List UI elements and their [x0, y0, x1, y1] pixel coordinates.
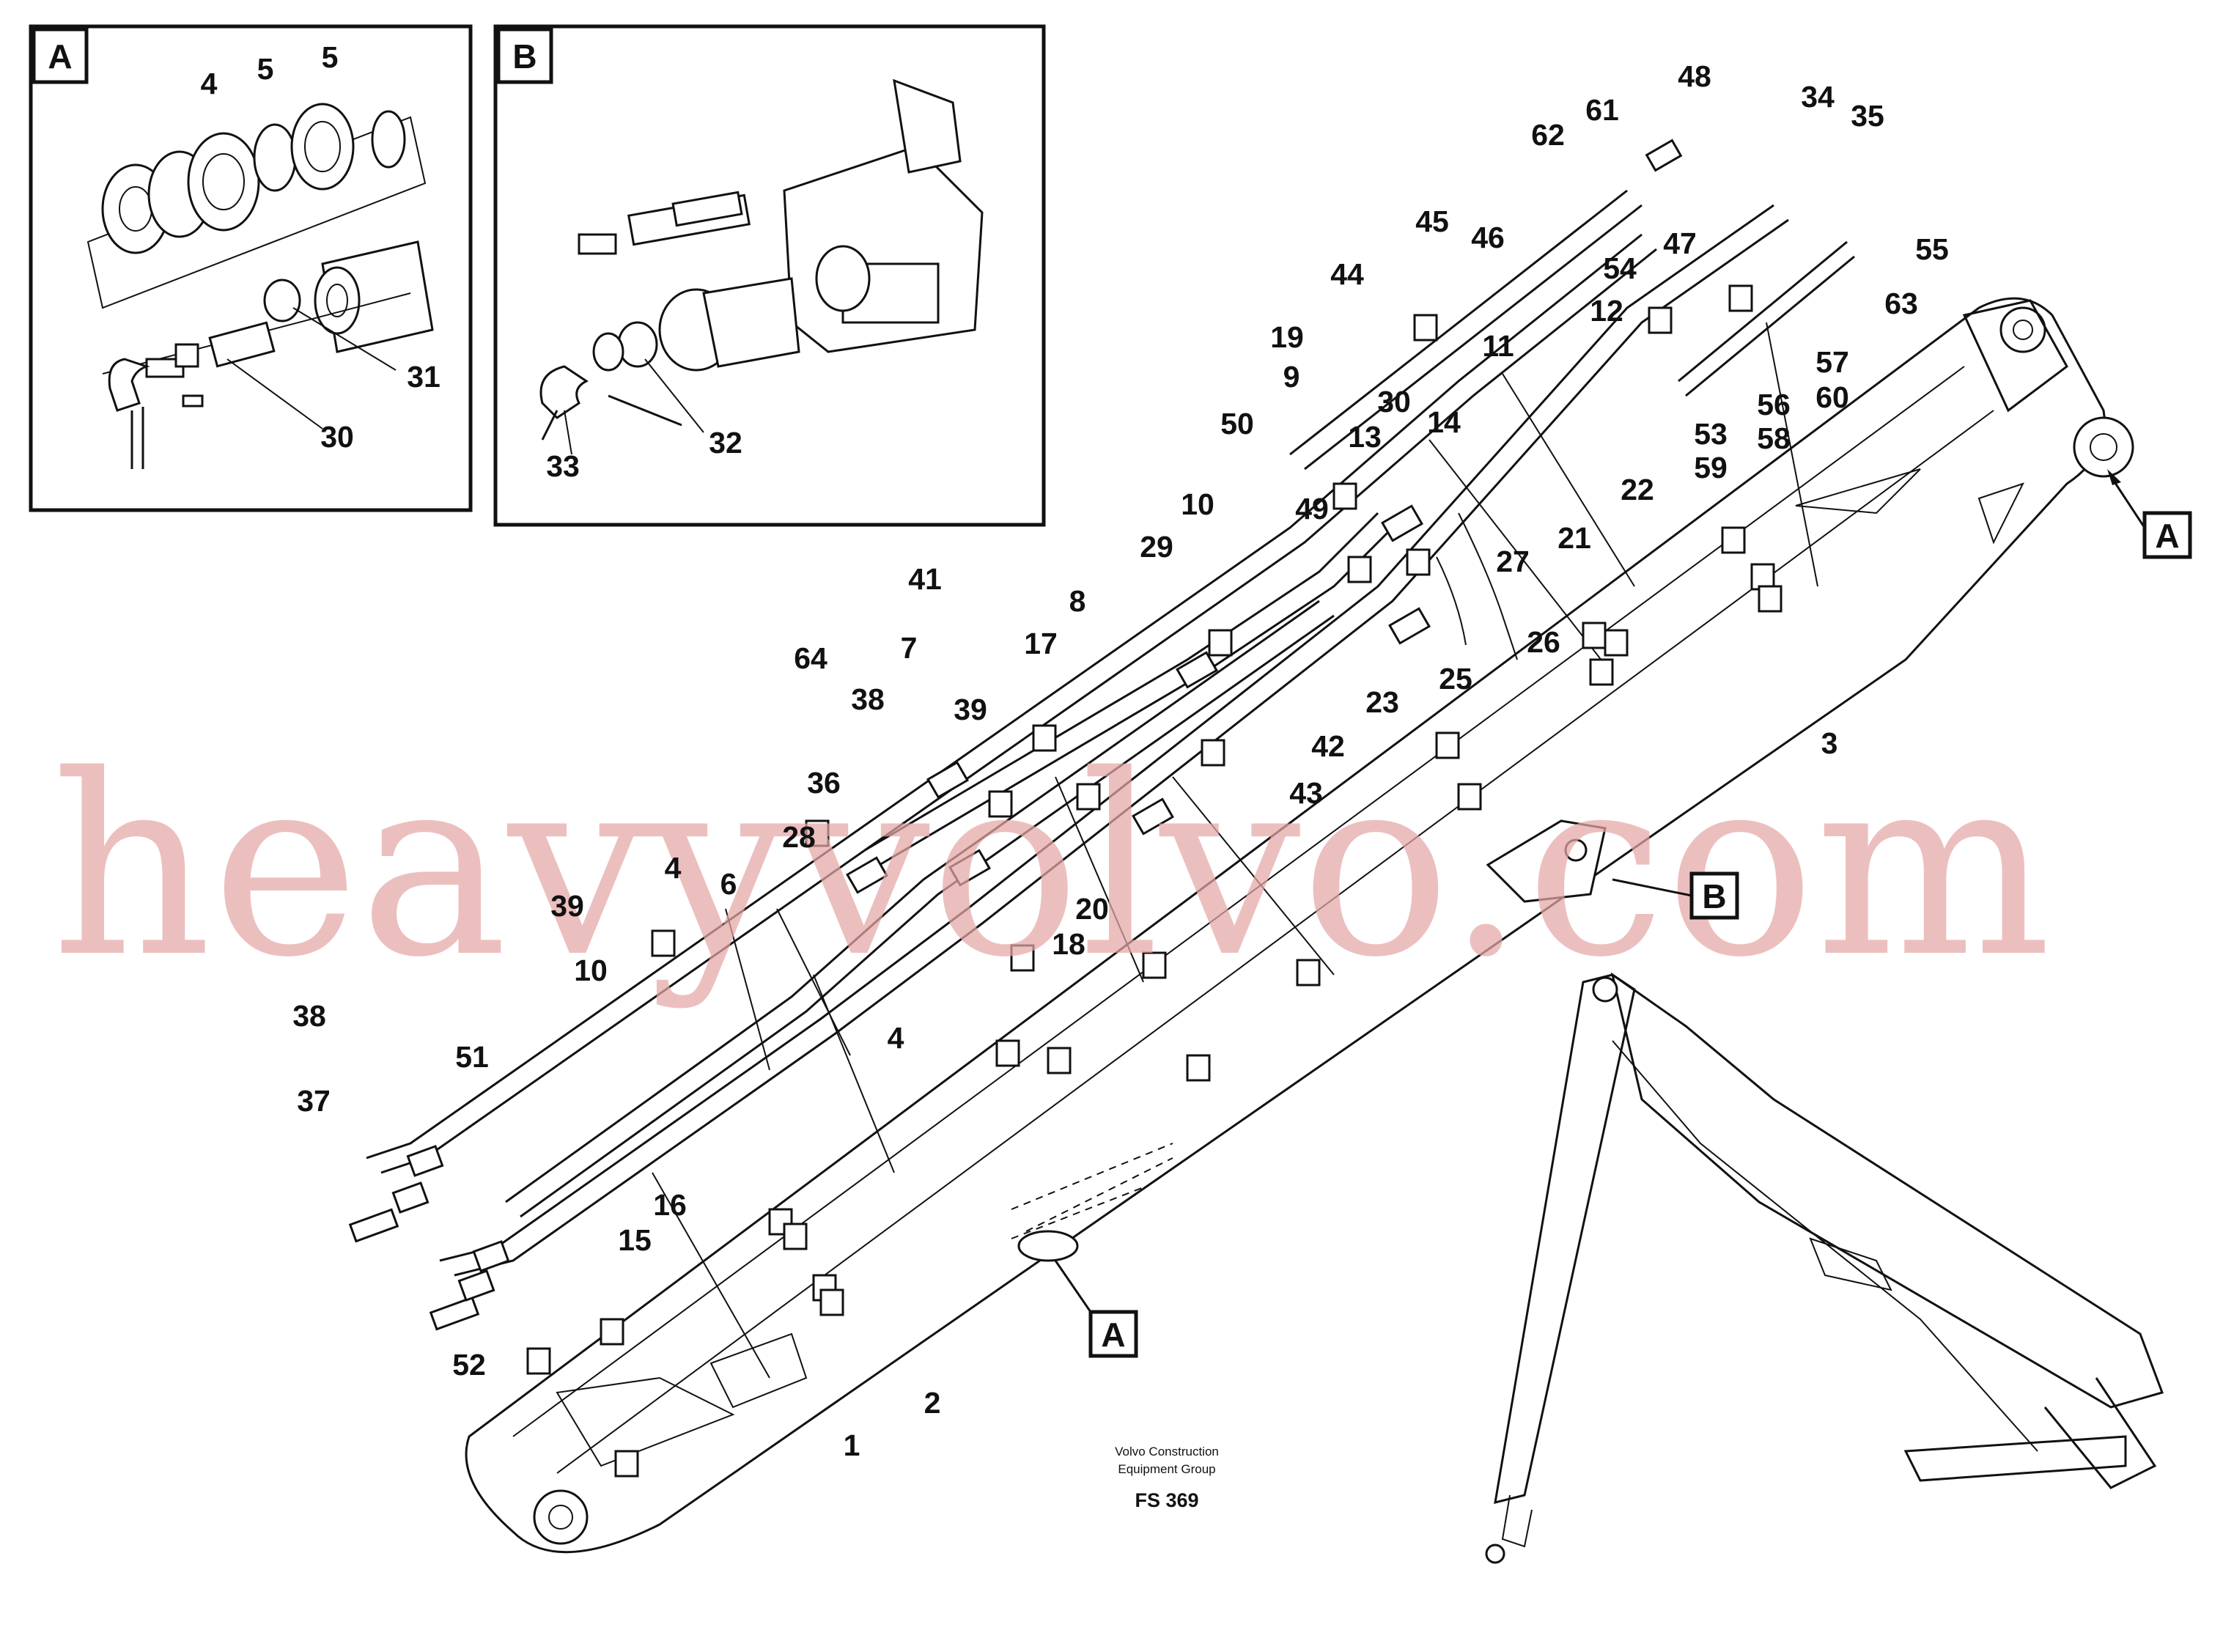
- callout-14: 13: [1348, 420, 1382, 454]
- callout-31: 30: [1377, 385, 1411, 418]
- callout-18: 17: [1024, 627, 1058, 660]
- inset-b-letter: B: [512, 37, 537, 75]
- ref-tag-a-lower: A: [1054, 1260, 1138, 1358]
- callout-3: 3: [1821, 726, 1838, 760]
- callout-41: 39: [550, 889, 584, 923]
- callout-60: 58: [1757, 421, 1791, 455]
- callout-42: 39: [954, 693, 987, 726]
- callout-21: 20: [1075, 892, 1109, 926]
- callout-49: 47: [1663, 226, 1697, 260]
- callout-44: 42: [1311, 729, 1345, 763]
- callout-56: 54: [1603, 251, 1637, 285]
- callout-1: 1: [844, 1428, 860, 1462]
- callout-4: 4: [888, 1021, 904, 1055]
- callout-20: 19: [1270, 320, 1304, 354]
- callout-64: 62: [1531, 118, 1565, 152]
- boom-structure: [465, 297, 2134, 1554]
- callout-59: 57: [1815, 345, 1849, 379]
- cylinder-fitting-a: [102, 240, 434, 469]
- cylinder-fitting-b: [539, 191, 800, 440]
- callout-11: 10: [1181, 487, 1214, 521]
- callout-5-right: 5: [322, 40, 339, 74]
- callout-30: 29: [1140, 530, 1173, 564]
- callout-33: 31: [407, 360, 440, 394]
- callout-6: 4: [665, 851, 682, 885]
- callout-15: 14: [1427, 405, 1461, 439]
- callout-65: 63: [1884, 287, 1918, 320]
- callout-48: 46: [1471, 221, 1505, 254]
- callout-53: 51: [455, 1040, 489, 1074]
- figure-footer: Volvo Construction Equipment Group FS 36…: [1115, 1445, 1219, 1511]
- callout-13: 12: [1590, 294, 1623, 328]
- callout-38-left: 37: [297, 1084, 331, 1118]
- clamps: [526, 284, 1783, 1478]
- callout-35: 33: [546, 449, 580, 483]
- callout-52: 50: [1220, 407, 1254, 440]
- callout-8: 7: [901, 631, 918, 665]
- callout-19: 18: [1052, 927, 1085, 961]
- ref-tag-a-lower-letter: A: [1101, 1316, 1125, 1354]
- inset-a-letter: A: [48, 37, 72, 75]
- callout-labels: 1 2 3 4 4 6 7 8 9 10 10 11 12 13 14 15 1…: [292, 59, 1949, 1462]
- callout-66: 64: [794, 641, 827, 675]
- ref-tag-b-letter: B: [1702, 877, 1726, 915]
- ref-tag-a-upper-letter: A: [2155, 517, 2179, 555]
- watermark-text: heavyvolvo.com: [51, 722, 2051, 1012]
- callout-55: 53: [1694, 417, 1728, 451]
- callout-10: 9: [1283, 360, 1300, 394]
- callout-62: 60: [1815, 380, 1849, 414]
- callout-9: 8: [1069, 584, 1086, 618]
- callout-32: 30: [320, 420, 354, 454]
- callout-16: 15: [618, 1223, 652, 1257]
- inset-b-tag: [496, 27, 553, 84]
- callout-34: 32: [709, 426, 742, 460]
- callout-17: 16: [653, 1188, 687, 1222]
- inset-a: A 4 5 5: [29, 24, 473, 512]
- callout-2: 2: [924, 1386, 941, 1420]
- inset-a-tag: [32, 27, 89, 84]
- callout-5: 4: [201, 67, 218, 100]
- callout-46: 44: [1330, 257, 1364, 291]
- callout-10-left: 10: [574, 954, 608, 987]
- callout-47: 45: [1415, 204, 1449, 238]
- callout-36: 34: [1801, 80, 1835, 114]
- callout-28: 27: [1496, 545, 1530, 578]
- inset-b: B 32 33: [493, 24, 1046, 527]
- callout-37: 35: [1851, 99, 1884, 133]
- callout-43: 41: [908, 562, 942, 596]
- callout-25: 23: [1365, 685, 1399, 719]
- callout-39-left: 38: [292, 999, 326, 1033]
- callout-63: 61: [1585, 93, 1619, 127]
- callout-22: 21: [1557, 521, 1591, 555]
- excavator-arm-side-view: [1485, 972, 2164, 1564]
- callout-45: 43: [1289, 776, 1323, 810]
- callout-57: 55: [1915, 232, 1949, 266]
- callout-7: 6: [720, 867, 737, 901]
- callout-29: 28: [782, 820, 816, 854]
- footer-company-line1: Volvo Construction: [1115, 1445, 1219, 1459]
- callout-26: 25: [1439, 662, 1472, 696]
- callout-12: 11: [1482, 329, 1514, 363]
- callout-38: 36: [807, 766, 841, 800]
- footer-company-line2: Equipment Group: [1118, 1462, 1215, 1476]
- ref-tag-a-upper: A: [2107, 469, 2192, 559]
- callout-51: 49: [1295, 492, 1329, 526]
- callout-23: 22: [1621, 473, 1654, 506]
- callout-54: 52: [452, 1348, 486, 1382]
- callout-61: 59: [1694, 451, 1728, 484]
- bearing-assembly: [86, 103, 427, 309]
- callout-39: 38: [851, 682, 885, 716]
- callout-58: 56: [1757, 388, 1791, 421]
- callout-27: 26: [1527, 625, 1560, 659]
- callout-4-inset: 5: [257, 52, 274, 86]
- figure-code: FS 369: [1135, 1489, 1198, 1511]
- callout-50: 48: [1678, 59, 1711, 93]
- hose-end-fittings: [348, 139, 1683, 1331]
- ref-tag-b: B: [1612, 871, 1739, 920]
- guard-bracket: [783, 78, 984, 353]
